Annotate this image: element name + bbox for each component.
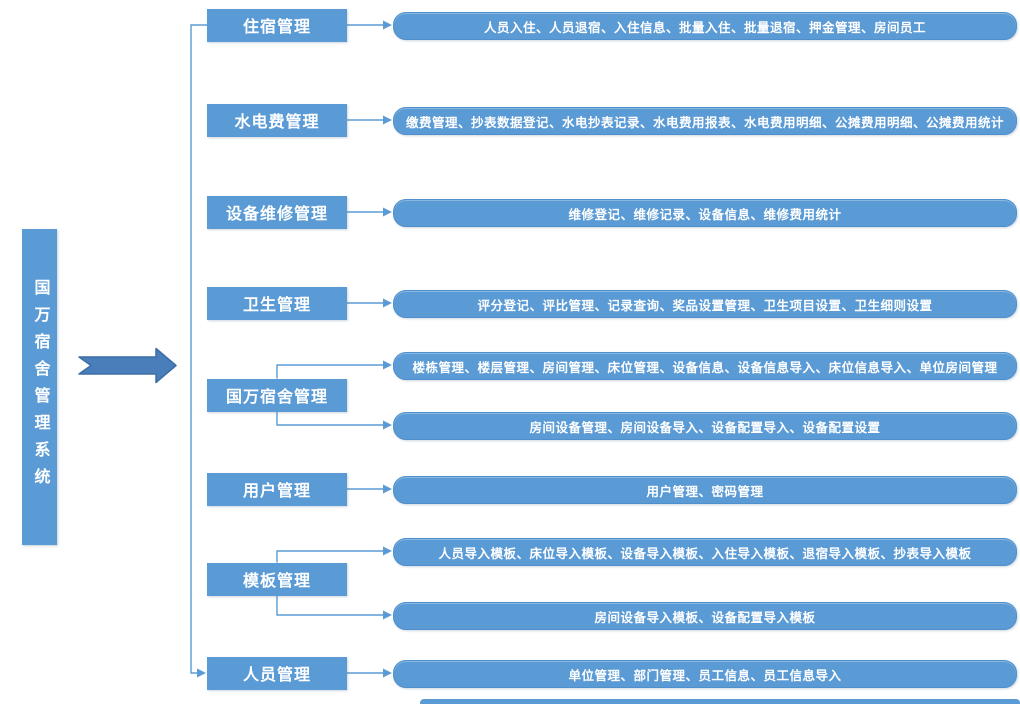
arrowhead-icon (383, 420, 392, 430)
connector-line (276, 411, 385, 426)
module-box: 住宿管理 (207, 8, 347, 42)
arrowhead-icon (383, 115, 392, 125)
connector-line (276, 550, 385, 563)
feature-pill: 楼栋管理、楼层管理、房间管理、床位管理、设备信息、设备信息导入、床位信息导入、单… (393, 352, 1017, 380)
arrowhead-icon (383, 610, 392, 620)
arrowhead-icon (383, 484, 392, 494)
flow-arrow-shape (78, 347, 177, 384)
feature-pill: 缴费管理、抄表数据登记、水电抄表记录、水电费用报表、水电费用明细、公摊费用明细、… (393, 107, 1017, 135)
arrowhead-icon (383, 207, 392, 217)
feature-pill: 用户管理、密码管理 (393, 476, 1017, 504)
arrowhead-icon (197, 668, 206, 678)
connector-line (276, 364, 385, 379)
module-box: 卫生管理 (207, 286, 347, 320)
feature-pill: 人员入住、人员退宿、入住信息、批量入住、批量退宿、押金管理、房间员工 (393, 12, 1017, 40)
arrowhead-icon (383, 360, 392, 370)
connector-line (190, 24, 207, 674)
feature-pill: 评分登记、评比管理、记录查询、奖品设置管理、卫生项目设置、卫生细则设置 (393, 290, 1017, 318)
feature-pill: 房间设备导入模板、设备配置导入模板 (393, 602, 1017, 630)
feature-pill: 单位管理、部门管理、员工信息、员工信息导入 (393, 660, 1017, 688)
cut-off-pill-edge (420, 699, 1020, 704)
module-box: 用户管理 (207, 472, 347, 506)
arrowhead-icon (383, 546, 392, 556)
module-box: 国万宿舍管理 (207, 378, 347, 412)
arrowhead-icon (383, 298, 392, 308)
feature-pill: 维修登记、维修记录、设备信息、维修费用统计 (393, 199, 1017, 227)
flow-arrow-icon (78, 347, 177, 384)
root-system-box: 国万宿舍管理系统 (22, 229, 57, 545)
arrowhead-icon (383, 668, 392, 678)
module-box: 设备维修管理 (207, 195, 347, 229)
connector-line (276, 595, 385, 616)
module-box: 模板管理 (207, 562, 347, 596)
feature-pill: 人员导入模板、床位导入模板、设备导入模板、入住导入模板、退宿导入模板、抄表导入模… (393, 538, 1017, 566)
module-box: 水电费管理 (207, 103, 347, 137)
module-box: 人员管理 (207, 656, 347, 690)
arrowhead-icon (383, 20, 392, 30)
feature-pill: 房间设备管理、房间设备导入、设备配置导入、设备配置设置 (393, 412, 1017, 440)
